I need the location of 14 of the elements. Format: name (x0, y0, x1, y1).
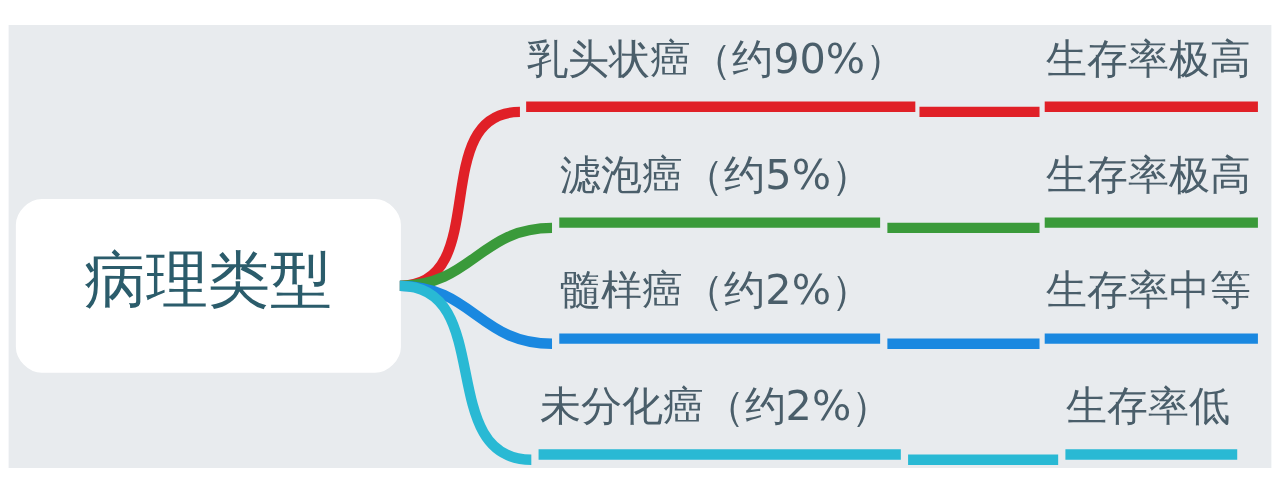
connector (919, 106, 1040, 118)
node-text: 滤泡癌（约5%） (560, 150, 872, 199)
node-text: 生存率极高 (1045, 150, 1251, 199)
node-text: 生存率中等 (1045, 266, 1251, 315)
node-text: 未分化癌（约2%） (539, 382, 893, 431)
connector (908, 454, 1059, 465)
node-text: 髓样癌（约2%） (560, 266, 872, 315)
connector (399, 280, 533, 465)
node-text: 生存率极高 (1045, 34, 1251, 83)
connector (887, 222, 1040, 234)
node-box: 病理类型 (15, 198, 401, 373)
connector (887, 338, 1040, 349)
node-text: 乳头状癌（约90%） (527, 34, 907, 83)
node-text: 生存率低 (1066, 382, 1231, 431)
